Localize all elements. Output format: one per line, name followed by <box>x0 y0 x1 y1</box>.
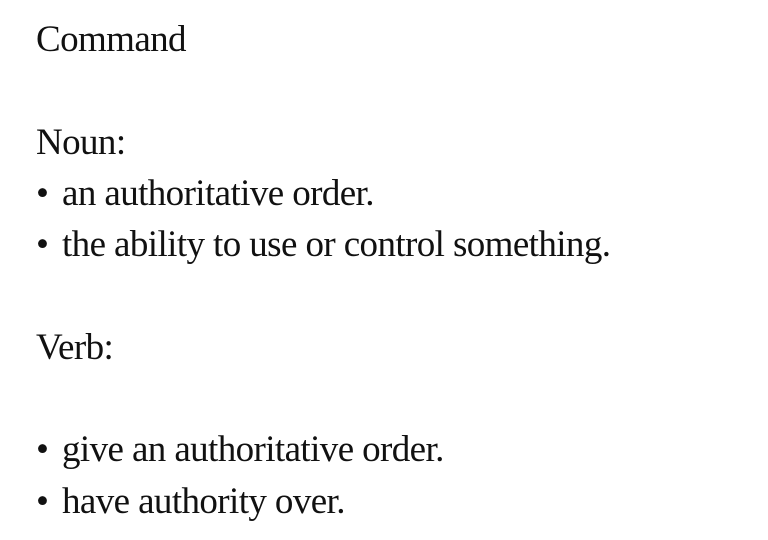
bullet-icon: • <box>36 480 49 522</box>
definition-text: an authoritative order. <box>62 172 374 214</box>
dictionary-entry: Command Noun: • an authoritative order. •… <box>36 14 611 527</box>
headword: Command <box>36 19 187 60</box>
spacer <box>36 65 610 116</box>
verb-definition: • give an authoritative order. <box>36 424 610 475</box>
bullet-icon: • <box>36 172 49 214</box>
verb-definition: • have authority over. <box>36 476 610 527</box>
bullet-icon: • <box>36 224 49 266</box>
verb-label: Verb: <box>36 326 114 368</box>
bullet-icon: • <box>36 429 49 471</box>
spacer <box>36 270 610 321</box>
spacer <box>36 373 610 424</box>
noun-label: Noun: <box>36 121 126 163</box>
noun-definition: • the ability to use or control something… <box>36 219 611 270</box>
definition-text: give an authoritative order. <box>62 429 444 471</box>
definition-text: the ability to use or control something. <box>62 224 611 266</box>
noun-definition: • an authoritative order. <box>36 168 610 219</box>
definition-text: have authority over. <box>62 480 345 522</box>
